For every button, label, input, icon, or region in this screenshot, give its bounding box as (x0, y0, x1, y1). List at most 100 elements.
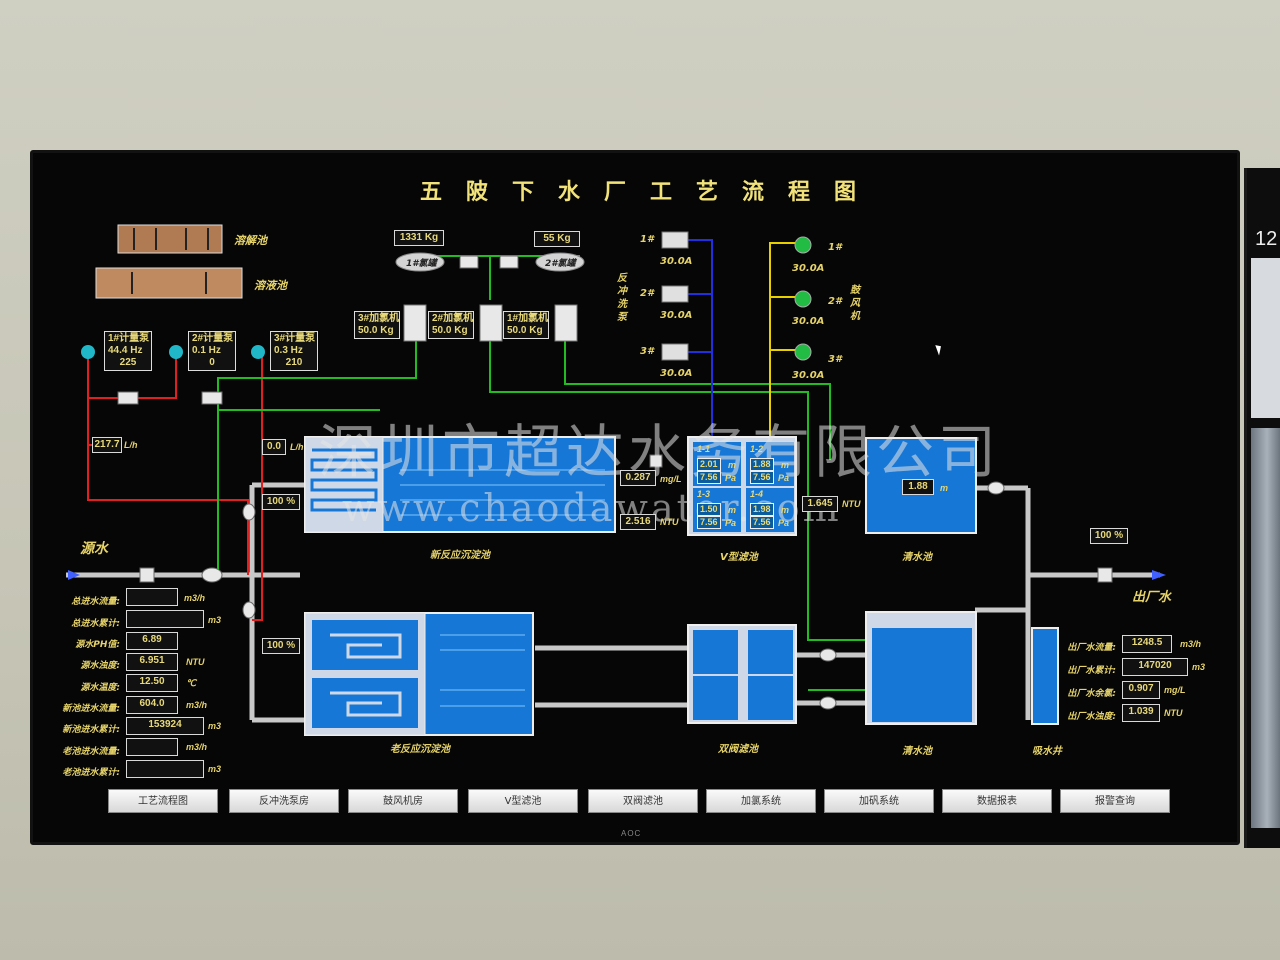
solution-tank (95, 267, 243, 299)
source-field-label: 总进水累计: (71, 619, 120, 629)
blower-icons (794, 236, 812, 361)
nav-alarm-query[interactable]: 报警查询 (1060, 789, 1170, 813)
dosing-flow-1: 217.7 (92, 437, 122, 453)
source-field-label: 老池进水流量: (62, 747, 120, 757)
old-inlet-valve-pct: 100 % (262, 638, 300, 654)
chlorinator-1-panel[interactable]: 1#加氯机 50.0 Kg (503, 311, 549, 339)
dosing-pump-2-name: 2#计量泵 (192, 333, 234, 344)
blower-1-id: 1# (828, 242, 842, 253)
solution-pool-label: 溶液池 (254, 279, 287, 292)
v-filter-label: V型滤池 (720, 552, 758, 563)
source-field-label: 源水PH值: (75, 640, 120, 650)
clear-tank-2-label: 清水池 (902, 746, 932, 757)
source-field-value (126, 738, 178, 756)
new-sedimentation-label: 新反应沉淀池 (430, 550, 490, 561)
page-title: 五陂下水厂工艺流程图 (420, 179, 881, 205)
dosing-flow-2: 0.0 (262, 439, 286, 455)
vcell-1-1-id: 1-1 (697, 444, 711, 454)
chlorinator-2-value: 50.0 Kg (432, 325, 468, 336)
source-field-value: 153924 (126, 717, 204, 735)
sed-residual-value: 0.287 (620, 470, 656, 486)
nav-backwash-pump-room[interactable]: 反冲洗泵房 (229, 789, 339, 813)
outlet-field-value: 1.039 (1122, 704, 1160, 722)
vcell-1-1-press-unit: Pa (725, 473, 737, 483)
filtered-turbidity-unit: NTU (842, 499, 861, 509)
outlet-field-unit: m3/h (1180, 639, 1202, 649)
old-sedimentation-label: 老反应沉淀池 (390, 744, 450, 755)
dosing-flow-1-unit: L/h (124, 440, 138, 450)
chlorine-tank-2-label: 2#氯罐 (545, 259, 576, 269)
nav-data-report[interactable]: 数据报表 (942, 789, 1052, 813)
chlorinator-1-icon (554, 304, 578, 342)
clear-tank-1-label: 清水池 (902, 552, 932, 563)
dissolve-pool-label: 溶解池 (234, 234, 267, 247)
source-field-value: 12.50 (126, 674, 178, 692)
source-field-label: 源水温度: (80, 683, 120, 693)
source-water-label: 源水 (80, 541, 108, 557)
dosing-flow-2-unit: L/h (290, 442, 304, 452)
clear-tank-1-unit: m (940, 483, 949, 493)
chlorinator-3-name: 3#加氯机 (358, 313, 400, 324)
blower-label: 鼓风机 (850, 285, 860, 322)
blower-2-id: 2# (828, 296, 842, 307)
outlet-field-label: 出厂水浊度: (1067, 712, 1116, 722)
dosing-pump-2-freq: 0.1 Hz (192, 345, 221, 356)
dosing-pump-3-value: 210 (285, 357, 303, 368)
blower-1-current: 30.0A (792, 263, 825, 274)
side-monitor: 12 (1244, 168, 1280, 848)
source-field-unit: m3 (208, 615, 222, 625)
sed-turbidity-unit: NTU (660, 517, 679, 527)
side-monitor-digit: 12 (1255, 228, 1278, 250)
side-monitor-window (1251, 258, 1280, 418)
nav-v-filter[interactable]: V型滤池 (468, 789, 578, 813)
nav-process-flow[interactable]: 工艺流程图 (108, 789, 218, 813)
outlet-field-value: 0.907 (1122, 681, 1160, 699)
nav-chlorination[interactable]: 加氯系统 (706, 789, 816, 813)
outlet-field-value: 147020 (1122, 658, 1188, 676)
outlet-field-label: 出厂水余氯: (1067, 689, 1116, 699)
backwash-pump-icons (661, 231, 689, 361)
backwash-pump-2-current: 30.0A (660, 310, 693, 321)
vcell-1-2-id: 1-2 (750, 444, 764, 454)
chlorinator-2-panel[interactable]: 2#加氯机 50.0 Kg (428, 311, 474, 339)
blower-3-id: 3# (828, 354, 842, 365)
nav-alum-dosing[interactable]: 加矾系统 (824, 789, 934, 813)
source-field-label: 老池进水累计: (62, 768, 120, 778)
vcell-1-4-level-unit: m (781, 505, 790, 515)
chlorinator-3-panel[interactable]: 3#加氯机 50.0 Kg (354, 311, 400, 339)
chlorine-tank-1 (395, 252, 445, 272)
dosing-pump-1-panel[interactable]: 1#计量泵 44.4 Hz 225 (104, 331, 152, 371)
source-field-value: 6.951 (126, 653, 178, 671)
vcell-1-2-press-unit: Pa (778, 473, 790, 483)
vcell-1-4-press-unit: Pa (778, 518, 790, 528)
source-field-unit: m3/h (186, 700, 208, 710)
monitor-brand: AOC (621, 829, 642, 838)
backwash-blue-lines (688, 239, 713, 440)
filtered-turbidity-value: 1.645 (802, 496, 838, 512)
vcell-1-4-level: 1.98 (750, 503, 774, 516)
dissolve-tank (117, 224, 223, 254)
source-field-value (126, 760, 204, 778)
vcell-1-3-press: 7.56 (697, 516, 721, 529)
dosing-pump-2-panel[interactable]: 2#计量泵 0.1 Hz 0 (188, 331, 236, 371)
outlet-arrow-icon (1152, 570, 1166, 580)
nav-blower-room[interactable]: 鼓风机房 (348, 789, 458, 813)
source-field-value (126, 610, 204, 628)
chlorinator-3-value: 50.0 Kg (358, 325, 394, 336)
source-field-unit: m3 (208, 764, 222, 774)
chlorinator-3-icon (403, 304, 427, 342)
source-field-unit: NTU (186, 657, 205, 667)
source-field-value (126, 588, 178, 606)
dosing-pump-3-panel[interactable]: 3#计量泵 0.3 Hz 210 (270, 331, 318, 371)
dosing-red-lines (87, 352, 263, 621)
monitor-frame (30, 150, 1240, 845)
vcell-1-3-press-unit: Pa (725, 518, 737, 528)
nav-double-valve-filter[interactable]: 双阀滤池 (588, 789, 698, 813)
mixer-icons (131, 228, 209, 294)
backwash-pump-2-id: 2# (640, 288, 654, 299)
sed-residual-unit: mg/L (660, 474, 682, 484)
vcell-1-3-level: 1.50 (697, 503, 721, 516)
side-monitor-panel (1251, 428, 1280, 828)
chlorinator-2-name: 2#加氯机 (432, 313, 474, 324)
backwash-pump-3-id: 3# (640, 346, 654, 357)
